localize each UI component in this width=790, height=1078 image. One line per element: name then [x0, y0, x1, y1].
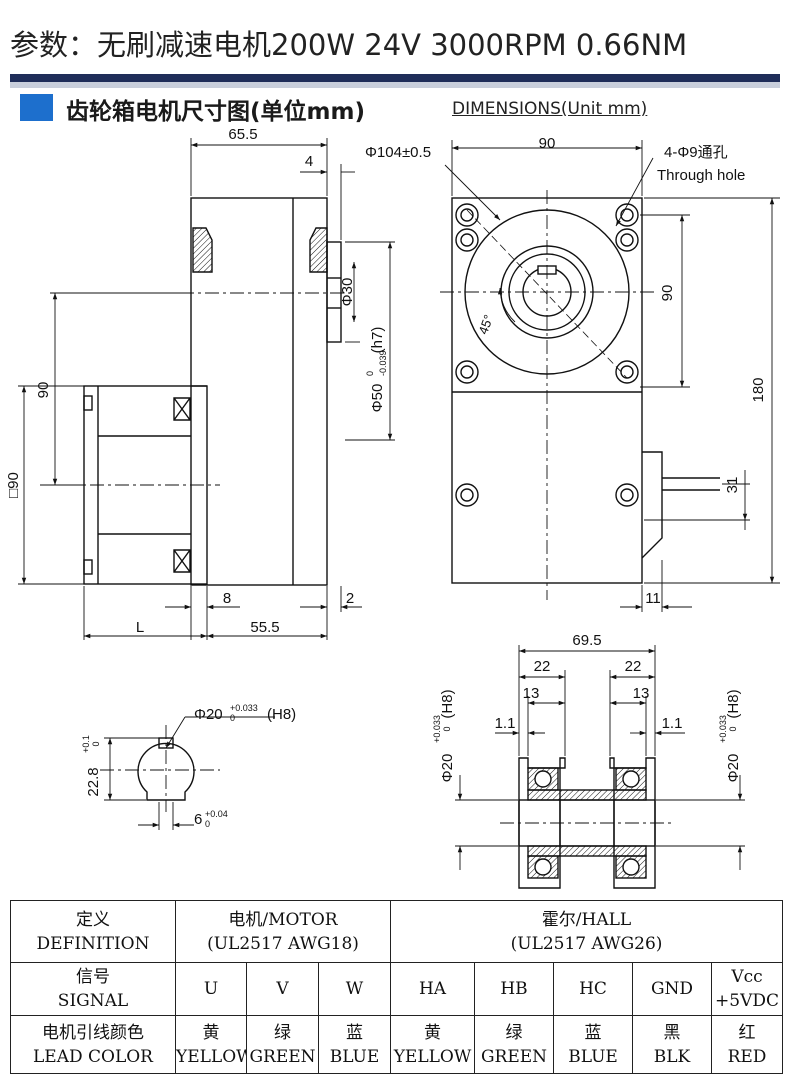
dim-1-1-right: 1.1 — [662, 715, 683, 732]
shaft-tol-lower-left: 0 — [442, 726, 452, 731]
dim-phi30: Φ30 — [339, 278, 356, 307]
dim-22-right: 22 — [625, 658, 642, 675]
signal-cell: HA — [390, 962, 476, 1016]
signal-cell-vcc: Vcc +5VDC — [711, 962, 784, 1016]
angle-45: 45° — [475, 313, 496, 337]
table-row: 信号 SIGNAL U V W HA HB HC GND Vcc +5VDC — [10, 962, 784, 1016]
dim-90-left: 90 — [35, 382, 52, 399]
section-marker-icon — [20, 94, 53, 121]
front-view — [440, 140, 780, 612]
page-title: 参数：无刷减速电机200W 24V 3000RPM 0.66NM — [10, 28, 688, 62]
row-label-definition: 定义 DEFINITION — [10, 900, 176, 963]
tol-22-8-upper: +0.1 — [81, 735, 91, 753]
dim-1-1-left: 1.1 — [495, 715, 516, 732]
dim-55-5: 55.5 — [250, 619, 279, 636]
tol-phi50-upper: 0 — [365, 371, 375, 376]
dim-phi50: Φ50 — [369, 384, 386, 413]
dim-11: 11 — [645, 590, 661, 607]
dim-4: 4 — [305, 153, 313, 170]
shaft-phi20-left: Φ20 — [439, 754, 456, 783]
table-row: 定义 DEFINITION 电机/MOTOR (UL2517 AWG18) 霍尔… — [10, 900, 784, 963]
motor-header: 电机/MOTOR (UL2517 AWG18) — [174, 900, 392, 963]
front-view-labels: Φ104±0.5 90 4-Φ9通孔 Through hole 90 180 3… — [365, 135, 767, 607]
shaft-fit-left: (H8) — [439, 689, 456, 718]
dim-13-right: 13 — [633, 685, 650, 702]
section-title-en: DIMENSIONS(Unit mm) — [452, 99, 648, 119]
keyway-detail — [100, 716, 275, 830]
shaft-fit-right: (H8) — [725, 689, 742, 718]
gearbox-body — [190, 197, 328, 586]
signal-cell: U — [175, 962, 247, 1016]
key-tol-lower: 0 — [230, 713, 235, 723]
hall-header: 霍尔/HALL (UL2517 AWG26) — [390, 900, 784, 963]
dim-65-5: 65.5 — [228, 126, 257, 143]
dim-90-top: 90 — [539, 135, 556, 152]
shaft-phi20-right: Φ20 — [725, 754, 742, 783]
key-tol-upper: +0.033 — [230, 703, 258, 713]
dim-180: 180 — [750, 377, 767, 402]
signal-cell: V — [246, 962, 319, 1016]
signal-cell: GND — [632, 962, 713, 1016]
side-view — [18, 138, 395, 640]
signal-cell: HB — [474, 962, 555, 1016]
tol-6-lower: 0 — [205, 819, 210, 829]
tol-22-8-lower: 0 — [91, 741, 101, 746]
hole-label: 4-Φ9通孔 — [664, 144, 728, 161]
shaft-labels: 69.5 22 22 13 13 1.1 1.1 Φ20 +0.033 0 (H… — [432, 632, 742, 782]
fit-phi50: (h7) — [369, 327, 386, 354]
tol-phi50-lower: -0.039 — [378, 350, 388, 376]
shaft-tol-lower-right: 0 — [728, 726, 738, 731]
signal-cell: W — [317, 962, 392, 1016]
dim-22-8: 22.8 — [85, 767, 102, 796]
dim-8: 8 — [223, 590, 231, 607]
dim-13-left: 13 — [523, 685, 540, 702]
shaft-tol-upper-left: +0.033 — [432, 715, 442, 743]
dimension-drawing: 65.5 4 Φ30 Φ50 0 -0.039 (h7) 90 □90 8 2 … — [5, 126, 780, 889]
dim-phi104: Φ104±0.5 — [365, 144, 431, 161]
key-fit: (H8) — [267, 706, 296, 723]
title-divider — [10, 74, 780, 88]
dim-22-left: 22 — [534, 658, 551, 675]
shaft-tol-upper-right: +0.033 — [718, 715, 728, 743]
shaft-section — [455, 645, 745, 889]
dim-2: 2 — [346, 590, 354, 607]
dim-69-5: 69.5 — [572, 632, 601, 649]
dim-31: 31 — [724, 477, 741, 494]
side-view-labels: 65.5 4 Φ30 Φ50 0 -0.039 (h7) 90 □90 8 2 … — [5, 126, 388, 636]
row-label-signal: 信号 SIGNAL — [10, 962, 176, 1016]
dim-90-right: 90 — [659, 285, 676, 302]
section-title-cn: 齿轮箱电机尺寸图(单位mm) — [66, 99, 365, 125]
key-dim-phi20: Φ20 — [194, 706, 223, 723]
row-label-lead-color: 电机引线颜色 LEAD COLOR — [10, 1015, 176, 1074]
signal-cell: HC — [553, 962, 634, 1016]
wiring-table: 定义 DEFINITION 电机/MOTOR (UL2517 AWG18) 霍尔… — [10, 900, 784, 1074]
hole-label-en: Through hole — [657, 167, 745, 184]
dim-6: 6 — [194, 811, 202, 828]
dim-L: L — [136, 619, 144, 636]
keyway-labels: Φ20 +0.033 0 (H8) 22.8 +0.1 0 6 +0.04 0 — [81, 703, 296, 829]
dim-square-90: □90 — [5, 472, 22, 498]
tol-6-upper: +0.04 — [205, 809, 228, 819]
